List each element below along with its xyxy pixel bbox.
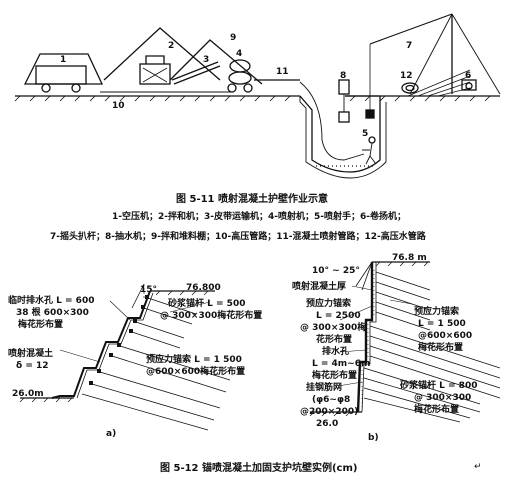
mortar-anchors-a [131, 297, 197, 349]
derrick-bracing [407, 69, 471, 97]
nozzle-operator [368, 136, 376, 144]
fig-a-elev-bottom: 26.0m [12, 389, 44, 399]
ground-hatch [14, 95, 491, 102]
fig-b-gr-1: 砂浆锚杆 L = 800 [400, 379, 477, 391]
compressor-wheel-1 [41, 83, 51, 93]
stepped-wall-a [51, 290, 151, 399]
figure-5-11-legend-line-2: 7-摇头扒杆；8-抽水机；9-拌和堆料棚；10-高压管路；11-混凝土喷射管路；… [50, 232, 426, 242]
label-11: 11 [276, 67, 289, 77]
fig-b-drain-2: L = 4m~6m [312, 359, 370, 369]
figure-5-11-legend-line-1: 1-空压机；2-拌和机；3-皮带运输机；4-喷射机；5-喷射手；6-卷扬机； [112, 212, 406, 222]
material-shed-roof [169, 39, 263, 85]
label-8: 8 [340, 71, 346, 81]
belt-conveyor [171, 61, 219, 81]
fig-b-pr-1: 预应力锚索 [414, 305, 459, 317]
fig-b-mesh-2: (φ6~φ8 [312, 395, 350, 405]
water-pump [338, 79, 350, 95]
fig-b-thick: 喷射混凝土厚 [292, 280, 346, 292]
mixing-shed-roof [103, 27, 221, 81]
figure-5-12a-drawing [19, 283, 231, 431]
fig-a-sub: a) [106, 429, 116, 439]
fig-b-mesh-1: 挂钢筋网 [306, 381, 342, 393]
fig-b-pr-3: @600×600 [418, 331, 472, 341]
mixer-hopper [145, 55, 165, 64]
label-10: 10 [112, 101, 125, 111]
figure-5-12-caption: 图 5-12 锚喷混凝土加固支护坑壁实例(cm) [160, 463, 358, 474]
mixer [139, 63, 171, 85]
fig-a-elev-top: 76.800 [186, 283, 221, 293]
fig-b-mesh-3: @200×200) [300, 407, 358, 417]
label-12: 12 [400, 71, 413, 81]
fig-a-angle: 15° [140, 285, 157, 295]
fig-b-gr-2: @ 300×300 [414, 393, 471, 403]
fig-b-pr-2: L = 1 500 [418, 319, 466, 329]
spray-hose [299, 81, 365, 161]
fig-a-drain-1: 临时排水孔 L = 600 [8, 294, 94, 306]
winch [461, 79, 477, 91]
stepped-wall-b [356, 262, 374, 413]
compressor-wheel-2 [71, 83, 81, 93]
water-pipe-coil [401, 82, 419, 94]
fig-a-drain-3: 梅花形布置 [18, 318, 63, 330]
fig-b-elev-bottom: 26.0 [316, 419, 338, 429]
derrick-boom [369, 13, 453, 45]
fig-a-shot-1: 喷射混凝土 [8, 347, 53, 359]
fig-b-angle: 10° ~ 25° [312, 266, 360, 276]
fig-b-sub: b) [368, 433, 379, 443]
fig-b-gr-3: 梅花形布置 [414, 403, 459, 415]
fig-a-pre-2: @600×600梅花形布置 [146, 365, 245, 377]
label-4: 4 [236, 49, 242, 59]
fig-a-grout-1: 砂浆锚杆 L = 500 [168, 297, 245, 309]
fig-b-pa-2: L = 2500 [316, 311, 361, 321]
figure-5-11-caption: 图 5-11 喷射混凝土护壁作业示意 [176, 194, 328, 205]
long-anchors-b [363, 325, 501, 423]
label-3: 3 [203, 55, 209, 65]
fig-b-drain-3: 梅花形布置 [312, 369, 357, 381]
fig-b-elev-top: 76.8 m [392, 253, 427, 263]
upper-anchors-b [375, 271, 431, 331]
fig-b-pa-3: @ 300×300梅 [300, 321, 366, 333]
air-compressor [35, 65, 87, 85]
fig-b-pa-4: 花形布置 [316, 333, 352, 345]
hoist-bucket [365, 109, 375, 119]
label-6: 6 [465, 71, 471, 81]
fig-a-drain-2: 38 根 600×300 [16, 306, 89, 318]
prestressed-anchors-a [81, 345, 231, 431]
fig-a-shot-2: δ = 12 [16, 361, 49, 371]
label-5: 5 [362, 129, 368, 139]
label-1: 1 [60, 55, 66, 65]
fig-a-pre-1: 预应力锚索 L = 1 500 [146, 353, 242, 365]
figure-5-12b-drawing [309, 261, 501, 423]
fig-b-pa-1: 预应力锚索 [306, 297, 351, 309]
fig-a-grout-2: @ 300×300梅花形布置 [160, 309, 262, 321]
label-7: 7 [406, 41, 412, 51]
excavation-pit [299, 95, 381, 173]
fig-b-drain-1: 排水孔 [322, 345, 349, 357]
label-9: 9 [230, 33, 236, 43]
shotcrete-lining [299, 96, 387, 179]
fig-b-pr-4: 梅花形布置 [418, 341, 463, 353]
return-mark: ↵ [474, 462, 482, 472]
label-2: 2 [168, 41, 174, 51]
